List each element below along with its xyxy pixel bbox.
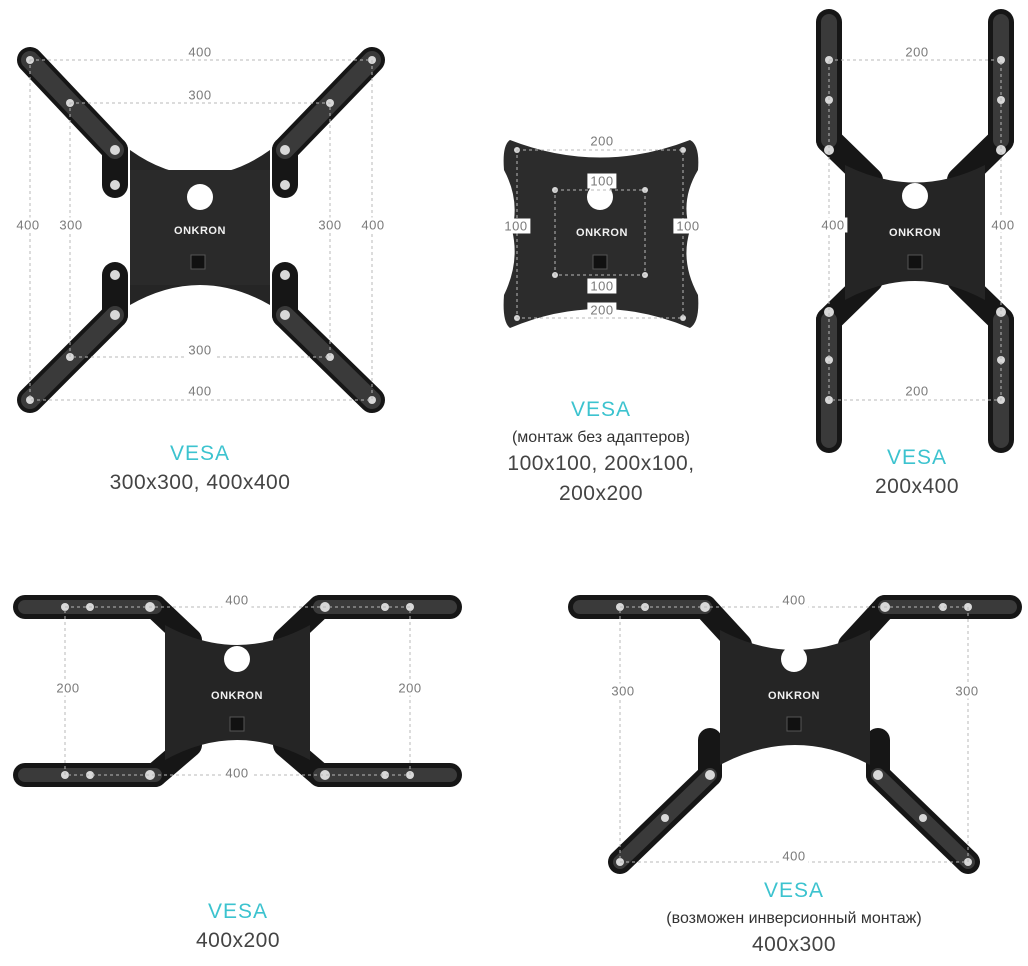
vesa-sizes: 100x100, 200x100, <box>507 452 695 475</box>
brand-logo: ONKRON <box>576 227 628 239</box>
vesa-title: VESA <box>763 879 825 902</box>
vesa-sizes: 200x200 <box>558 482 644 505</box>
caption: VESA (возможен инверсионный монтаж) 400x… <box>666 877 921 960</box>
dimension-label: 200 <box>395 680 425 696</box>
dimension-label: 400 <box>988 217 1018 233</box>
brand-logo: ONKRON <box>768 690 820 702</box>
caption: VESA 200x400 <box>875 444 959 502</box>
vesa-title: VESA <box>207 900 269 923</box>
vesa-note: (возможен инверсионный монтаж) <box>666 910 922 927</box>
caption: VESA (монтаж без адаптеров) 100x100, 200… <box>507 396 694 509</box>
dimension-label: 400 <box>222 592 252 608</box>
vesa-note: (монтаж без адаптеров) <box>511 429 691 446</box>
vesa-sizes: 400x200 <box>195 929 281 952</box>
vesa-title: VESA <box>570 398 632 421</box>
vesa-title: VESA <box>886 446 948 469</box>
dimension-label: 100 <box>587 278 617 294</box>
dimension-label: 300 <box>952 683 982 699</box>
dimension-label: 400 <box>185 44 215 60</box>
dimension-label: 400 <box>222 765 252 781</box>
dimension-label: 200 <box>53 680 83 696</box>
brand-logo: ONKRON <box>889 227 941 239</box>
dimension-label: 300 <box>56 217 86 233</box>
caption: VESA 300x300, 400x400 <box>110 440 291 498</box>
dimension-label: 300 <box>315 217 345 233</box>
brand-logo: ONKRON <box>174 225 226 237</box>
dimension-label: 400 <box>358 217 388 233</box>
dimension-label: 200 <box>902 44 932 60</box>
dimension-label: 100 <box>501 218 531 234</box>
dimension-label: 400 <box>779 848 809 864</box>
dimension-label: 300 <box>608 683 638 699</box>
vesa-title: VESA <box>169 442 231 465</box>
dimension-label: 400 <box>13 217 43 233</box>
vesa-sizes: 300x300, 400x400 <box>109 471 291 494</box>
dimension-label: 300 <box>185 342 215 358</box>
dimension-label: 200 <box>587 133 617 149</box>
dimension-label: 400 <box>185 383 215 399</box>
caption: VESA 400x200 <box>196 898 280 956</box>
dimension-label: 400 <box>818 217 848 233</box>
dimension-label: 200 <box>587 302 617 318</box>
vesa-sizes: 200x400 <box>874 475 960 498</box>
dimension-label: 300 <box>185 87 215 103</box>
dimension-label: 400 <box>779 592 809 608</box>
vesa-sizes: 400x300 <box>751 933 837 956</box>
dimension-label: 100 <box>587 173 617 189</box>
dimension-label: 100 <box>673 218 703 234</box>
dimension-label: 200 <box>902 383 932 399</box>
brand-logo: ONKRON <box>211 690 263 702</box>
